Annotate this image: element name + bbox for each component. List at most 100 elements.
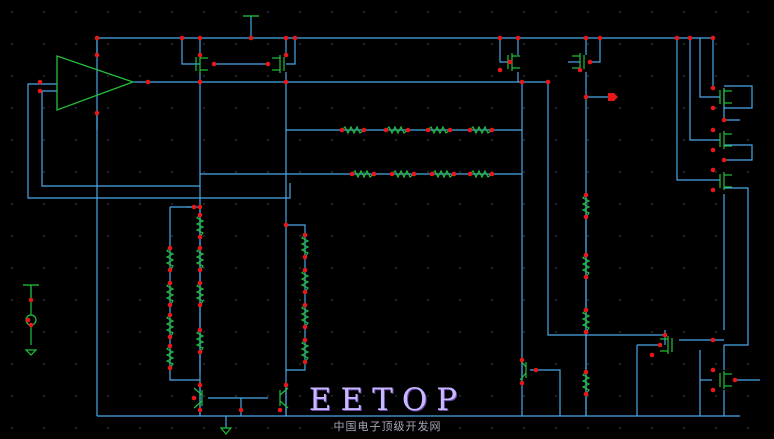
node-dot: [721, 117, 727, 123]
node-dot: [167, 267, 173, 273]
node-dot: [283, 79, 289, 85]
resistor: [385, 125, 409, 135]
node-dot: [283, 222, 289, 228]
node-dot: [710, 105, 716, 111]
resistor: [300, 304, 310, 328]
node-dot: [597, 35, 603, 41]
node-dot: [197, 234, 203, 240]
node-dot: [583, 307, 589, 313]
node-dot: [583, 274, 589, 280]
node-dot: [191, 395, 197, 401]
node-dot: [197, 79, 203, 85]
node-dot: [197, 349, 203, 355]
resistor: [581, 309, 591, 333]
resistor: [300, 269, 310, 293]
node-dot: [238, 407, 244, 413]
node-dot: [371, 171, 377, 177]
resistor: [165, 345, 175, 369]
node-dot: [519, 357, 525, 363]
node-dot: [179, 35, 185, 41]
node-dot: [710, 367, 716, 373]
node-dot: [587, 59, 593, 65]
connection-nodes: [25, 35, 738, 413]
node-dot: [710, 35, 716, 41]
node-dot: [649, 352, 655, 358]
output-pin-symbol[interactable]: [608, 93, 618, 101]
node-dot: [583, 329, 589, 335]
resistor: [581, 254, 591, 278]
resistor: [469, 125, 493, 135]
node-dot: [662, 332, 668, 338]
node-dot: [197, 302, 203, 308]
watermark-subtitle: 中国电子顶级开发网: [333, 420, 442, 433]
node-dot: [302, 324, 308, 330]
node-dot: [94, 52, 100, 58]
resistor: [581, 194, 591, 218]
resistor: [431, 169, 455, 179]
node-dot: [732, 377, 738, 383]
node-dot: [389, 171, 395, 177]
resistor: [391, 169, 415, 179]
node-dot: [197, 407, 203, 413]
node-dot: [447, 127, 453, 133]
node-dot: [583, 214, 589, 220]
node-dot: [302, 254, 308, 260]
resistor: [469, 169, 493, 179]
node-dot: [583, 252, 589, 258]
resistor: [165, 314, 175, 338]
node-dot: [577, 67, 583, 73]
node-dot: [583, 369, 589, 375]
node-dot: [37, 88, 43, 94]
node-dot: [721, 157, 727, 163]
resistor: [300, 339, 310, 363]
node-dot: [411, 171, 417, 177]
node-dot: [349, 171, 355, 177]
node-dot: [519, 380, 525, 386]
node-dot: [467, 171, 473, 177]
node-dot: [25, 317, 31, 323]
bipolar-transistor-symbol[interactable]: [193, 359, 527, 409]
node-dot: [710, 167, 716, 173]
node-dot: [687, 35, 693, 41]
node-dot: [361, 127, 367, 133]
node-dot: [265, 61, 271, 67]
node-dot: [674, 35, 680, 41]
node-dot: [489, 127, 495, 133]
resistor-symbol[interactable]: [165, 125, 591, 395]
node-dot: [167, 343, 173, 349]
node-dot: [515, 35, 521, 41]
node-dot: [197, 35, 203, 41]
node-dot: [37, 79, 43, 85]
node-dot: [710, 187, 716, 193]
node-dot: [497, 35, 503, 41]
node-dot: [583, 192, 589, 198]
node-dot: [197, 204, 203, 210]
node-dot: [197, 212, 203, 218]
node-dot: [710, 147, 716, 153]
node-dot: [710, 337, 716, 343]
resistor: [581, 371, 591, 395]
node-dot: [167, 312, 173, 318]
node-dot: [197, 245, 203, 251]
node-dot: [302, 359, 308, 365]
node-dot: [302, 232, 308, 238]
node-dot: [302, 289, 308, 295]
node-dot: [167, 245, 173, 251]
vdd-symbol[interactable]: [23, 15, 259, 300]
node-dot: [28, 297, 34, 303]
node-dot: [507, 59, 513, 65]
mos-transistor-symbol[interactable]: [195, 53, 732, 389]
node-dot: [283, 382, 289, 388]
node-dot: [167, 302, 173, 308]
ground-symbol[interactable]: [219, 427, 233, 435]
node-dot: [383, 127, 389, 133]
node-dot: [710, 85, 716, 91]
node-dot: [94, 110, 100, 116]
node-dot: [197, 267, 203, 273]
node-dot: [583, 391, 589, 397]
node-dot: [545, 79, 551, 85]
node-dot: [339, 127, 345, 133]
opamp-symbol[interactable]: [56, 55, 135, 111]
node-dot: [489, 171, 495, 177]
